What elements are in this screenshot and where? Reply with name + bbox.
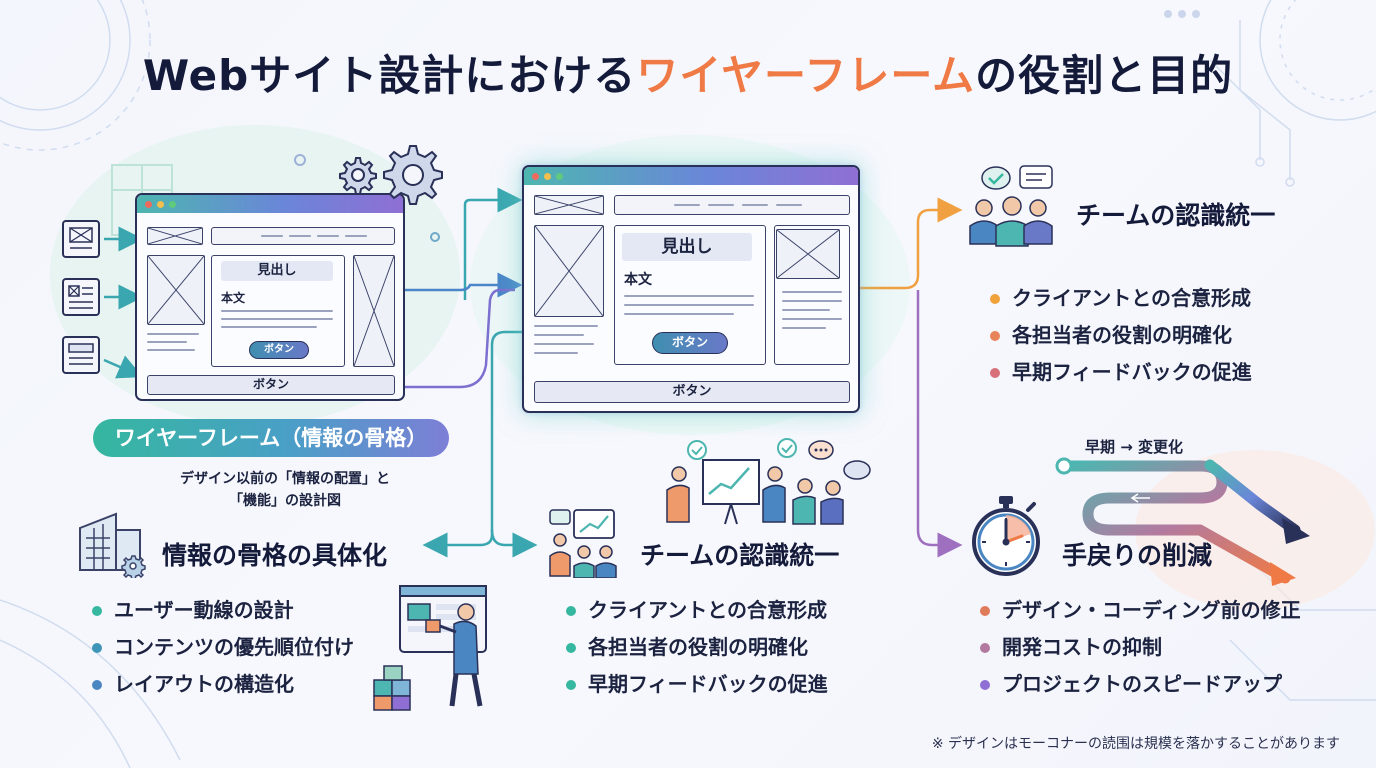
people-icon [969,165,1053,247]
image-placeholder-right [776,229,840,279]
title-highlight: ワイヤーフレーム [636,51,976,100]
team-right-list: クライアントとの合意形成 各担当者の役割の明確化 早期フィードバックの促進 [990,280,1252,391]
maximize-dot-icon [556,172,563,180]
rework-list: デザイン・コーディング前の修正 開発コストの抑制 プロジェクトのスピードアップ [980,592,1301,703]
bullet-icon [92,679,102,690]
wireframe-label-pill: ワイヤーフレーム（情報の骨格） [93,419,449,457]
list-item: コンテンツの優先順位付け [92,629,354,666]
list-item: 各担当者の役割の明確化 [990,317,1252,354]
list-item-label: クライアントとの合意形成 [588,598,827,622]
list-item-label: レイアウトの構造化 [114,672,294,696]
list-item: クライアントとの合意形成 [990,280,1252,317]
logo-placeholder [147,227,203,245]
list-item: 早期フィードバックの促進 [990,354,1252,391]
list-item: クライアントとの合意形成 [566,592,828,629]
list-item-label: プロジェクトのスピードアップ [1002,672,1282,696]
document-icon [62,220,100,258]
wireframe-description: デザイン以前の「情報の配置」と 「機能」の設計図 [140,468,430,512]
list-item: ユーザー動線の設計 [92,592,354,629]
sparkle-icon [430,232,440,242]
image-placeholder-left [147,255,205,325]
logo-placeholder [534,195,604,215]
team-center-section-title: チームの認識統一 [640,541,840,570]
person-layout-icon [373,585,487,711]
page-title: Webサイト設計におけるワイヤーフレームの役割と目的 [0,42,1376,103]
list-item-label: 各担当者の役割の明確化 [1012,323,1232,347]
presentation-icon [666,438,871,525]
bullet-icon [566,605,576,616]
wireframe-window-large: 見出し 本文 ボタン ボタン [522,165,860,413]
window-title-bar [137,195,403,213]
bullet-icon [566,679,576,690]
bullet-icon [92,605,102,616]
maximize-dot-icon [169,200,176,208]
wireframe-body-label: 本文 [624,272,652,288]
wireframe-heading: 見出し [221,261,333,281]
building-icon [79,512,146,578]
list-item-label: クライアントとの合意形成 [1012,286,1251,310]
bullet-icon [990,330,1000,341]
wireframe-button[interactable]: ボタン [249,341,309,359]
bullet-icon [980,642,990,653]
wireframe-desc-line1: デザイン以前の「情報の配置」と [180,471,390,487]
layout-icon [62,336,100,374]
list-item-label: 早期フィードバックの促進 [588,672,828,696]
sidebar-panel [774,225,850,365]
list-item-label: デザイン・コーディング前の修正 [1002,598,1301,622]
close-dot-icon [145,200,152,208]
title-suffix: の役割と目的 [975,51,1234,100]
bullet-icon [92,642,102,653]
wireframe-footer-button[interactable]: ボタン [147,375,395,395]
image-placeholder-left [534,225,604,317]
list-item: 開発コストの抑制 [980,629,1301,666]
list-item-label: 開発コストの抑制 [1002,635,1162,659]
list-item: プロジェクトのスピードアップ [980,666,1301,703]
footnote: ※ デザインはモーコナーの読围は規模を落かすることがあります [931,736,1340,752]
early-change-label: 早期 → 変更化 [1085,438,1184,456]
list-item-label: 各担当者の役割の明確化 [588,635,808,659]
bullet-icon [566,642,576,653]
team-right-section-title: チームの認識統一 [1076,201,1276,230]
title-prefix: Webサイト設計における [142,51,637,100]
list-item: 早期フィードバックの促進 [566,666,828,703]
sparkle-icon [294,154,306,166]
image-placeholder-right [353,255,395,367]
list-item: レイアウトの構造化 [92,666,354,703]
list-item: 各担当者の役割の明確化 [566,629,828,666]
minimize-dot-icon [544,172,551,180]
window-title-bar [524,167,858,185]
close-dot-icon [532,172,539,180]
gear-icon [339,145,443,205]
wireframe-window-small: 見出し 本文 ボタン ボタン [135,193,405,401]
wireframe-button[interactable]: ボタン [652,332,728,354]
minimize-dot-icon [157,200,164,208]
skeleton-section-title: 情報の骨格の具体化 [162,541,388,570]
bullet-icon [980,679,990,690]
skeleton-list: ユーザー動線の設計 コンテンツの優先順位付け レイアウトの構造化 [92,592,354,703]
list-item-label: 早期フィードバックの促進 [1012,360,1252,384]
wireframe-heading: 見出し [622,233,752,261]
team-presentation-icon [549,509,617,578]
rework-section-title: 手戻りの削減 [1062,541,1213,570]
wireframe-footer-button[interactable]: ボタン [534,381,850,403]
list-item: デザイン・コーディング前の修正 [980,592,1301,629]
checklist-icon [62,278,100,316]
bullet-icon [990,293,1000,304]
team-center-list: クライアントとの合意形成 各担当者の役割の明確化 早期フィードバックの促進 [566,592,828,703]
bullet-icon [990,367,1000,378]
stopwatch-icon [972,496,1040,576]
bullet-icon [980,605,990,616]
wireframe-body-label: 本文 [221,291,246,305]
list-item-label: コンテンツの優先順位付け [114,635,354,659]
wireframe-desc-line2: 「機能」の設計図 [229,493,341,509]
list-item-label: ユーザー動線の設計 [114,598,294,622]
